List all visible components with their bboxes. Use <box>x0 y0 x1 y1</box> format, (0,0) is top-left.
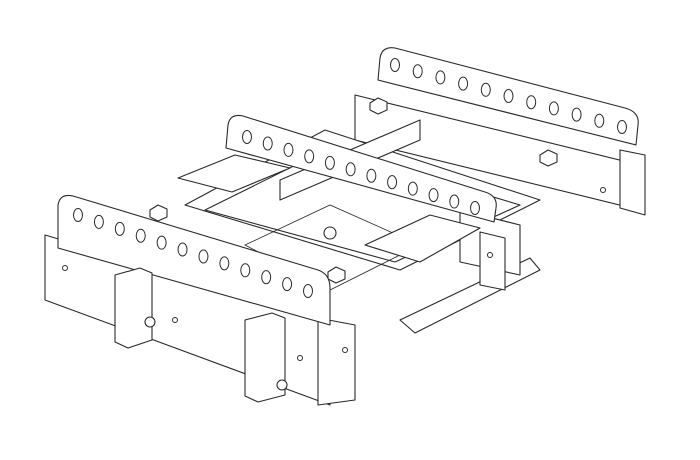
plate-hole <box>548 101 559 116</box>
plate-hole <box>261 270 272 285</box>
plate-hole <box>114 221 125 236</box>
plate-hole <box>345 162 356 177</box>
plate-hole <box>324 155 335 170</box>
plate-hole <box>156 235 167 250</box>
plate-hole <box>282 277 293 292</box>
rear-rail <box>354 94 646 216</box>
plate-hole <box>390 58 400 72</box>
plate-hole <box>262 136 273 151</box>
plate-hole <box>177 242 188 257</box>
plate-hole <box>526 95 537 110</box>
plate-hole <box>304 149 315 164</box>
plate-hole <box>73 208 83 222</box>
plate-hole <box>617 120 627 134</box>
back-perforated-plate <box>377 47 639 146</box>
plate-hole <box>407 181 418 196</box>
plate-hole <box>412 64 423 79</box>
plate-hole <box>503 89 514 103</box>
plate-hole <box>198 249 209 264</box>
plate-hole <box>470 201 480 215</box>
plate-hole <box>571 107 582 122</box>
middle-perforated-plate <box>225 114 497 223</box>
front-perforated-plate <box>57 194 331 326</box>
plate-hole <box>242 130 252 144</box>
plate-hole <box>594 113 605 128</box>
plate-hole <box>480 82 491 97</box>
plate-hole <box>303 284 313 298</box>
clamp-brackets <box>114 267 288 403</box>
plate-hole <box>435 70 446 85</box>
plate-hole <box>366 168 377 183</box>
plate-hole <box>240 263 251 278</box>
wing-plates <box>177 154 481 263</box>
hex-nuts <box>149 97 558 284</box>
plate-hole <box>458 76 469 91</box>
plate-hole <box>135 228 146 243</box>
plate-hole <box>93 214 104 229</box>
plate-hole <box>428 188 439 203</box>
plate-hole <box>387 175 398 190</box>
plate-hole <box>219 256 230 271</box>
plate-hole <box>283 142 294 157</box>
plate-hole <box>449 194 460 209</box>
